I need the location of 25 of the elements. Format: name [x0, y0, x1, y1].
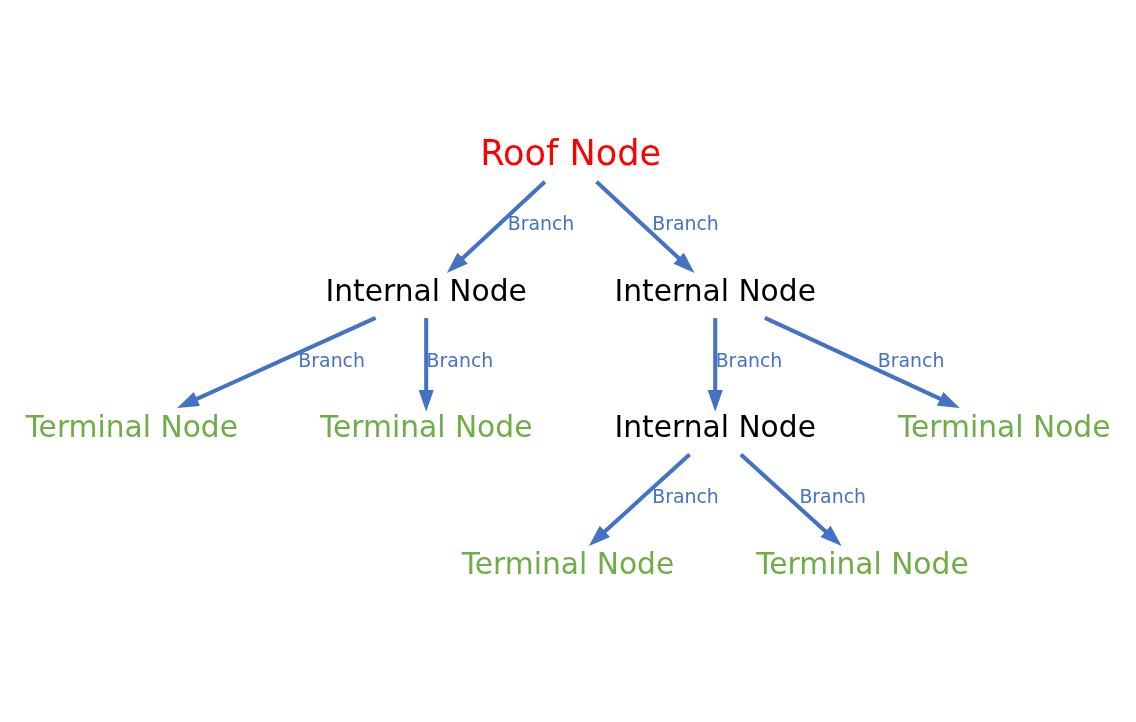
node-text: Terminal Node	[756, 545, 969, 581]
node-text: Terminal Node	[461, 545, 675, 581]
arrow	[588, 453, 691, 547]
arrow	[595, 180, 695, 273]
arrow	[418, 318, 434, 412]
node-text: Terminal Node	[897, 409, 1111, 445]
node-text: Terminal Node	[319, 409, 533, 445]
arrow	[446, 180, 547, 273]
edge-label: Branch	[298, 348, 365, 371]
arrow	[764, 315, 960, 408]
edge-label: Branch	[799, 485, 867, 508]
edge-label: Branch	[877, 348, 945, 371]
edge-label: Branch	[652, 485, 719, 508]
arrow	[707, 318, 723, 412]
edge-label: Branch	[715, 348, 783, 371]
node-text: Internal Node	[325, 273, 527, 309]
node-text: Internal Node	[614, 409, 816, 445]
arrow	[177, 315, 377, 408]
node-text: Terminal Node	[25, 409, 239, 445]
node-text: Internal Node	[614, 273, 816, 309]
edge-label: Branch	[652, 212, 719, 235]
node-text: Roof Node	[480, 131, 662, 173]
edge-label: Branch	[507, 212, 575, 235]
arrow	[739, 453, 842, 547]
edge-label: Branch	[426, 348, 494, 371]
